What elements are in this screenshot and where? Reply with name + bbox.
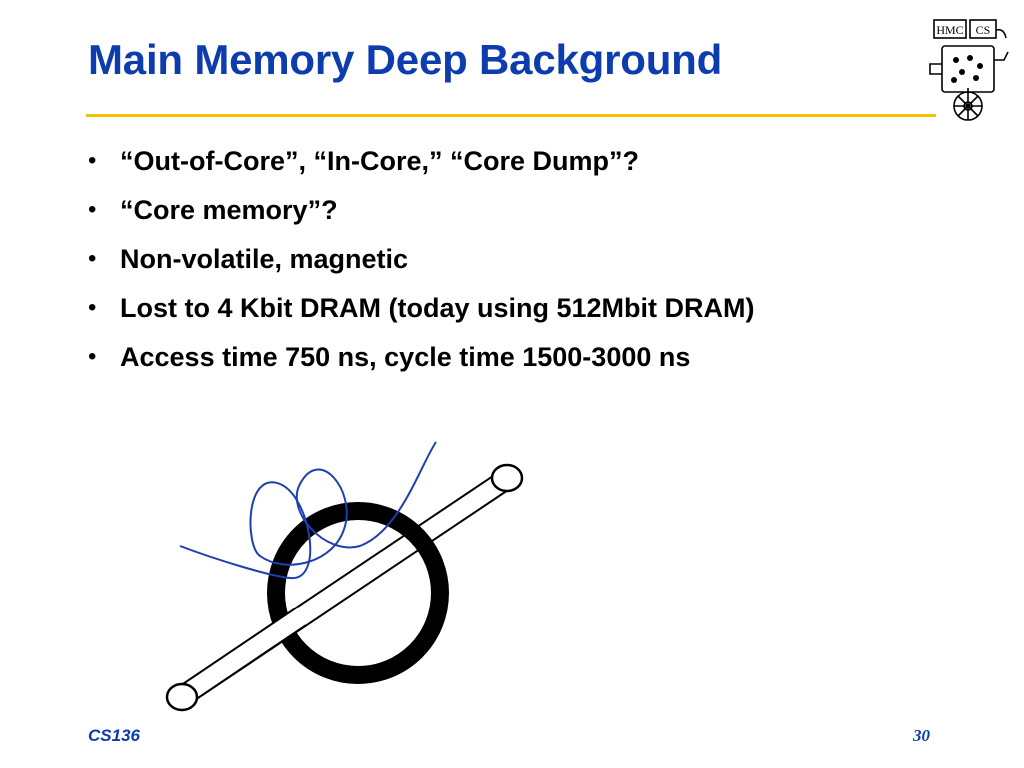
slide-title: Main Memory Deep Background	[88, 36, 723, 83]
bullet-glyph: •	[88, 343, 97, 370]
bullet-item: • Access time 750 ns, cycle time 1500-300…	[88, 336, 754, 385]
bullet-glyph: •	[88, 294, 97, 321]
bullet-text: Access time 750 ns, cycle time 1500-3000…	[120, 342, 691, 372]
ferrite-ring	[267, 502, 449, 684]
logo-text-hmc: HMC	[936, 23, 963, 37]
core-rod-front	[173, 607, 309, 708]
bullet-text: “Out-of-Core”, “In-Core,” “Core Dump”?	[120, 146, 639, 176]
bullet-list: •“Out-of-Core”, “In-Core,” “Core Dump”? …	[88, 140, 754, 385]
bullet-item: • Non-volatile, magnetic	[88, 238, 754, 287]
bullet-item: • “Out-of-Core”, “In-Core,” “Core Dump”?	[88, 140, 754, 189]
bullet-glyph: •	[88, 245, 97, 272]
footer-course: CS136	[88, 726, 140, 745]
bullet-text: “Core memory”?	[120, 195, 338, 225]
bullet-glyph: •	[88, 196, 97, 223]
sense-wire	[179, 441, 437, 580]
bullet-item: • Lost to 4 Kbit DRAM (today using 512Mbi…	[88, 287, 754, 336]
logo-text-cs: CS	[976, 23, 991, 37]
rod-end-cap-lower	[165, 682, 199, 712]
footer-page-number: 30	[913, 726, 930, 745]
bullet-item: • “Core memory”?	[88, 189, 754, 238]
bullet-text: Lost to 4 Kbit DRAM (today using 512Mbit…	[120, 293, 755, 323]
title-underline	[86, 114, 936, 117]
bullet-text: Non-volatile, magnetic	[120, 244, 409, 274]
bullet-glyph: •	[88, 147, 97, 174]
magnetic-core-diagram-icon	[165, 441, 524, 712]
rod-end-cap-upper	[490, 463, 524, 493]
hmc-cs-robot-logo-icon: HMC CS	[929, 19, 1009, 121]
